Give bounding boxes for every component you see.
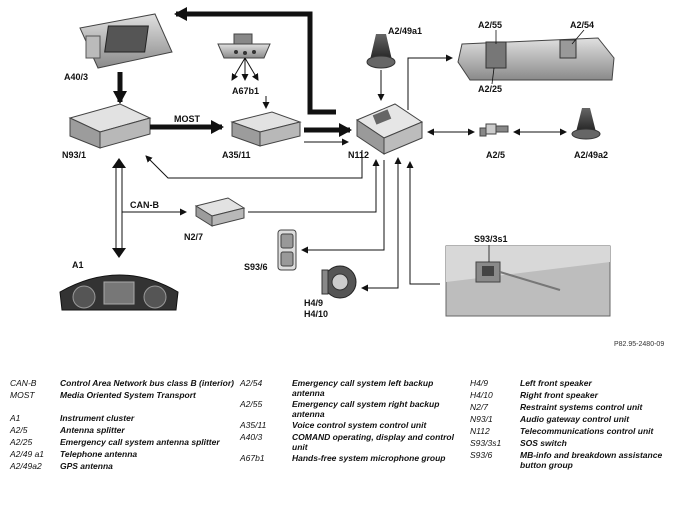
legend-item: A2/25 Emergency call system antenna split…: [10, 437, 235, 448]
legend-code: CAN-B: [10, 378, 37, 388]
legend-code: N93/1: [470, 414, 493, 424]
legend-code: H4/10: [470, 390, 493, 400]
microphone-image: [217, 33, 271, 59]
legend-item: A2/5 Antenna splitter: [10, 425, 235, 436]
instrument-cluster-image: [59, 274, 179, 311]
label-n2-7: N2/7: [184, 232, 203, 242]
label-h4-10: H4/10: [304, 309, 328, 319]
legend-code: A2/54: [240, 378, 263, 388]
telephone-antenna-image: [366, 34, 396, 69]
legend-description: MB-info and breakdown assistance button …: [520, 450, 663, 470]
antenna-splitter-image: [479, 123, 509, 137]
legend-code: A67b1: [240, 453, 265, 463]
legend-code: S93/6: [470, 450, 493, 460]
legend-item: MOST Media Oriented System Transport: [10, 390, 235, 401]
label-n93-1: N93/1: [62, 150, 86, 160]
legend-item: N112 Telecommunications control unit: [470, 426, 675, 437]
legend-item: H4/10 Right front speaker: [470, 390, 675, 401]
legend-item: CAN-B Control Area Network bus class B (i…: [10, 378, 235, 389]
legend-item: A1 Instrument cluster: [10, 413, 235, 424]
legend-code: A2/5: [10, 425, 28, 435]
n112-to-comand-arrow: [174, 7, 336, 115]
legend-description: Media Oriented System Transport: [60, 390, 196, 400]
reference-code: P82.95-2480-09: [614, 341, 664, 348]
info-button-group-image: [277, 229, 297, 271]
legend-item: A35/11 Voice control system control unit: [240, 420, 465, 431]
label-a67b1: A67b1: [232, 86, 259, 96]
legend-description: Instrument cluster: [60, 413, 135, 423]
telecom-control-unit-image: [355, 103, 424, 155]
label-n112: N112: [348, 150, 369, 160]
legend-description: Left front speaker: [520, 378, 592, 388]
legend-description: Telephone antenna: [60, 449, 138, 459]
label-a2-25: A2/25: [478, 84, 502, 94]
label-a2-49a1: A2/49a1: [388, 26, 422, 36]
label-s93-3s1: S93/3s1: [474, 234, 508, 244]
legend-item: N2/7 Restraint systems control unit: [470, 402, 675, 413]
legend-column-2: A2/54 Emergency call system left backup a…: [240, 378, 465, 465]
legend-item: A40/3 COMAND operating, display and contr…: [240, 432, 465, 452]
label-a2-49a2: A2/49a2: [574, 150, 608, 160]
label-a2-54: A2/54: [570, 20, 594, 30]
legend-description: Emergency call system left backup antenn…: [292, 378, 434, 398]
legend-item: N93/1 Audio gateway control unit: [470, 414, 675, 425]
legend-column-1: CAN-B Control Area Network bus class B (i…: [10, 378, 235, 473]
comand-unit-image: [79, 13, 173, 69]
legend-code: N2/7: [470, 402, 488, 412]
legend-code: A2/49a2: [10, 461, 42, 471]
voice-control-unit-image: [230, 111, 302, 147]
label-h4-9: H4/9: [304, 298, 323, 308]
legend-item: A2/55 Emergency call system right backup …: [240, 399, 465, 419]
label-a2-5: A2/5: [486, 150, 505, 160]
legend-code: A2/55: [240, 399, 263, 409]
legend-code: H4/9: [470, 378, 488, 388]
legend-item: H4/9 Left front speaker: [470, 378, 675, 389]
legend-description: Telecommunications control unit: [520, 426, 654, 436]
legend-description: Emergency call system antenna splitter: [60, 437, 220, 447]
legend-description: Control Area Network bus class B (interi…: [60, 378, 234, 388]
speaker-image: [321, 265, 357, 299]
label-a40-3: A40/3: [64, 72, 88, 82]
label-most: MOST: [174, 114, 201, 124]
legend-item: S93/3s1 SOS switch: [470, 438, 675, 449]
label-s93-6: S93/6: [244, 262, 268, 272]
audio-gateway-image: [68, 103, 152, 149]
label-a2-55: A2/55: [478, 20, 502, 30]
restraint-control-unit-image: [194, 197, 246, 227]
legend-description: Restraint systems control unit: [520, 402, 643, 412]
legend-item: A2/49 a1 Telephone antenna: [10, 449, 235, 460]
legend-code: A40/3: [240, 432, 263, 442]
legend-code: A1: [10, 413, 21, 423]
legend-description: COMAND operating, display and control un…: [292, 432, 454, 452]
legend-code: A35/11: [240, 420, 267, 430]
legend-description: Audio gateway control unit: [520, 414, 630, 424]
legend-item: A2/54 Emergency call system left backup a…: [240, 378, 465, 398]
legend-code: S93/3s1: [470, 438, 502, 448]
legend-code: A2/25: [10, 437, 33, 447]
rear-bumper-image: [457, 37, 615, 81]
legend-item: A2/49a2 GPS antenna: [10, 461, 235, 472]
legend-item: S93/6 MB-info and breakdown assistance bu…: [470, 450, 675, 470]
label-can-b: CAN-B: [130, 200, 159, 210]
legend-description: SOS switch: [520, 438, 567, 448]
legend-description: Hands-free system microphone group: [292, 453, 446, 463]
sos-switch-image: [445, 245, 611, 317]
legend-description: Right front speaker: [520, 390, 598, 400]
gps-antenna-image: [571, 108, 601, 140]
legend-description: Emergency call system right backup anten…: [292, 399, 440, 419]
legend-code: A2/49 a1: [10, 449, 45, 459]
legend: CAN-B Control Area Network bus class B (i…: [0, 378, 679, 518]
legend-item: A67b1 Hands-free system microphone group: [240, 453, 465, 464]
legend-code: MOST: [10, 390, 35, 400]
label-a35-11: A35/11: [222, 150, 251, 160]
legend-code: N112: [470, 426, 490, 436]
label-a1: A1: [72, 260, 84, 270]
legend-description: Antenna splitter: [60, 425, 125, 435]
legend-description: GPS antenna: [60, 461, 113, 471]
system-diagram: A40/3 N93/1 A67b1 A35/11 MOST A2/49a1: [59, 7, 664, 348]
legend-description: Voice control system control unit: [292, 420, 427, 430]
